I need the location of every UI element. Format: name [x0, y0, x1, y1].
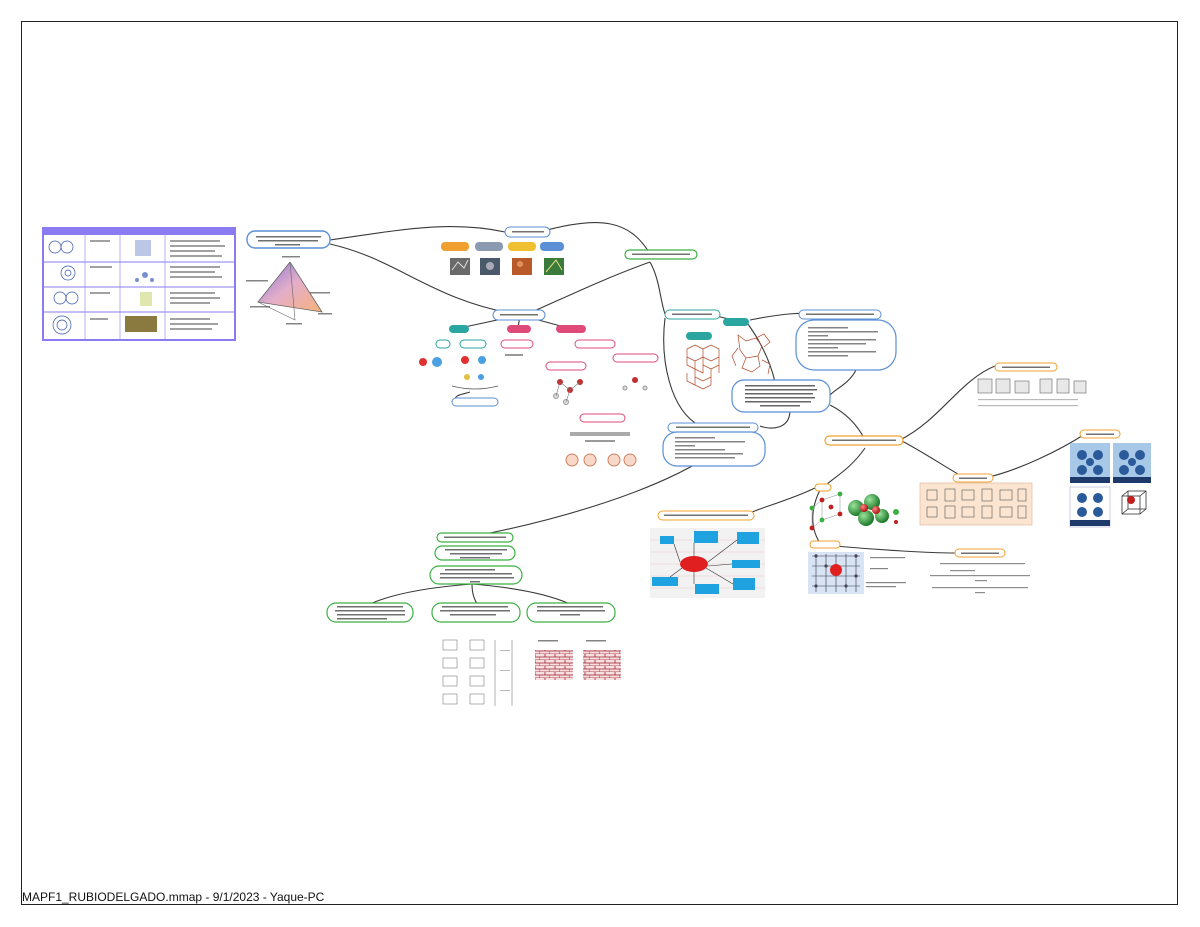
bond-type-chips[interactable] — [435, 325, 659, 423]
ionic-atoms-illustration — [419, 356, 499, 390]
growth-subnodes[interactable] — [326, 602, 616, 623]
intermolecular-forces-image — [565, 432, 637, 467]
packing-node[interactable] — [954, 548, 1006, 558]
cubic-structures-images — [1069, 443, 1151, 528]
footer-caption: MAPF1_RUBIODELGADO.mmap - 9/1/2023 - Yaq… — [22, 890, 325, 904]
nacl-lattice-image — [809, 491, 899, 531]
crystalline-lattice-image — [686, 344, 720, 390]
crystal-structure-node[interactable] — [624, 249, 698, 260]
defect-lattice-image — [808, 552, 906, 594]
concept-diagram-image — [650, 528, 765, 598]
dislocation-images — [442, 639, 621, 706]
properties-bubble — [795, 319, 897, 371]
lattice-systems-node[interactable] — [994, 362, 1058, 372]
characteristics-node[interactable] — [667, 422, 759, 433]
molecule-illustrations — [505, 354, 648, 405]
bravais-node[interactable] — [952, 473, 994, 483]
lattice-systems-strip — [977, 378, 1087, 407]
crystal-chips[interactable] — [686, 318, 749, 340]
solid-types-node[interactable] — [664, 309, 721, 320]
unit-cell-diagram-node[interactable] — [657, 510, 755, 521]
bravais-lattices-image — [919, 482, 1033, 526]
packing-formulas — [930, 563, 1030, 594]
properties-title-node[interactable] — [798, 309, 882, 320]
growth-definition-node[interactable] — [434, 545, 516, 561]
defects-node[interactable] — [809, 540, 841, 549]
bond-types-table — [42, 227, 236, 341]
amorphous-structure-image — [731, 333, 771, 375]
material-category-chips[interactable] — [441, 242, 564, 251]
crystal-growth-node[interactable] — [436, 532, 514, 543]
definition-bubble — [731, 379, 831, 413]
bonding-types-node[interactable] — [492, 309, 546, 321]
materials-overview-node[interactable] — [246, 230, 331, 249]
map-frame — [21, 21, 1178, 905]
characteristics-bubble — [662, 431, 766, 467]
growth-process-node[interactable] — [429, 565, 523, 585]
ionic-structure-node[interactable] — [814, 483, 832, 492]
material-types-node[interactable] — [504, 226, 551, 238]
unit-cell-node[interactable] — [824, 435, 904, 446]
material-photos — [450, 258, 564, 275]
cubic-systems-node[interactable] — [1079, 429, 1121, 439]
bonding-triangle-diagram — [246, 256, 332, 325]
